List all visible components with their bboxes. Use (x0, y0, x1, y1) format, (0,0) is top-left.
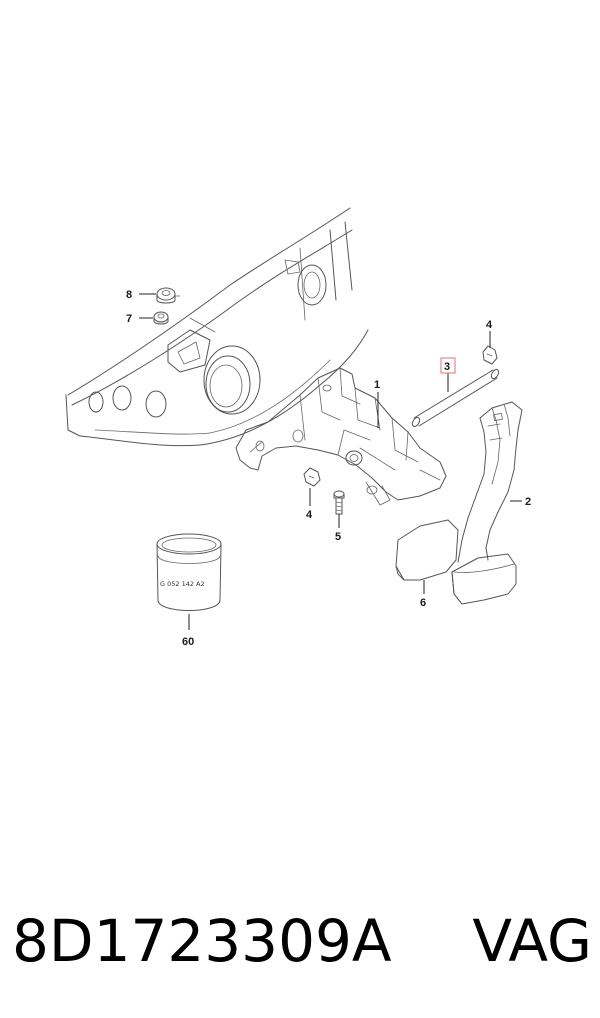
callout-6: 6 (420, 597, 426, 609)
pedal-bracket-part-1 (235, 367, 447, 506)
callout-4-upper: 4 (486, 319, 493, 331)
callout-4-lower: 4 (306, 509, 313, 521)
pedal-pad-part-6 (395, 519, 459, 581)
clip-part-4-upper (482, 345, 498, 365)
brake-pedal-part-2 (451, 401, 523, 605)
callout-3: 3 (444, 361, 450, 373)
highlight-box-3 (440, 357, 456, 374)
clip-part-4-lower (303, 467, 321, 487)
caption-bar: 8D1723309A VAG (12, 896, 592, 986)
shaft-part-3 (411, 368, 500, 428)
nut-part-7 (153, 311, 169, 325)
grease-tin-part-60: G 052 142 A2 (156, 533, 222, 611)
callout-2: 2 (525, 496, 531, 508)
leader-lines (139, 293, 522, 630)
callout-7: 7 (126, 313, 132, 325)
callouts: 8 7 1 3 4 2 4 5 6 60 (126, 289, 531, 648)
body-structure (65, 207, 369, 447)
grease-tin-code: G 052 142 A2 (160, 580, 205, 588)
callout-1: 1 (374, 379, 380, 391)
nut-part-8 (156, 287, 181, 304)
bolt-part-5 (333, 490, 345, 515)
callout-8: 8 (126, 289, 132, 301)
brand-name: VAG (472, 907, 592, 975)
part-number: 8D1723309A (12, 907, 392, 975)
callout-60: 60 (182, 636, 194, 648)
callout-5: 5 (335, 531, 341, 543)
